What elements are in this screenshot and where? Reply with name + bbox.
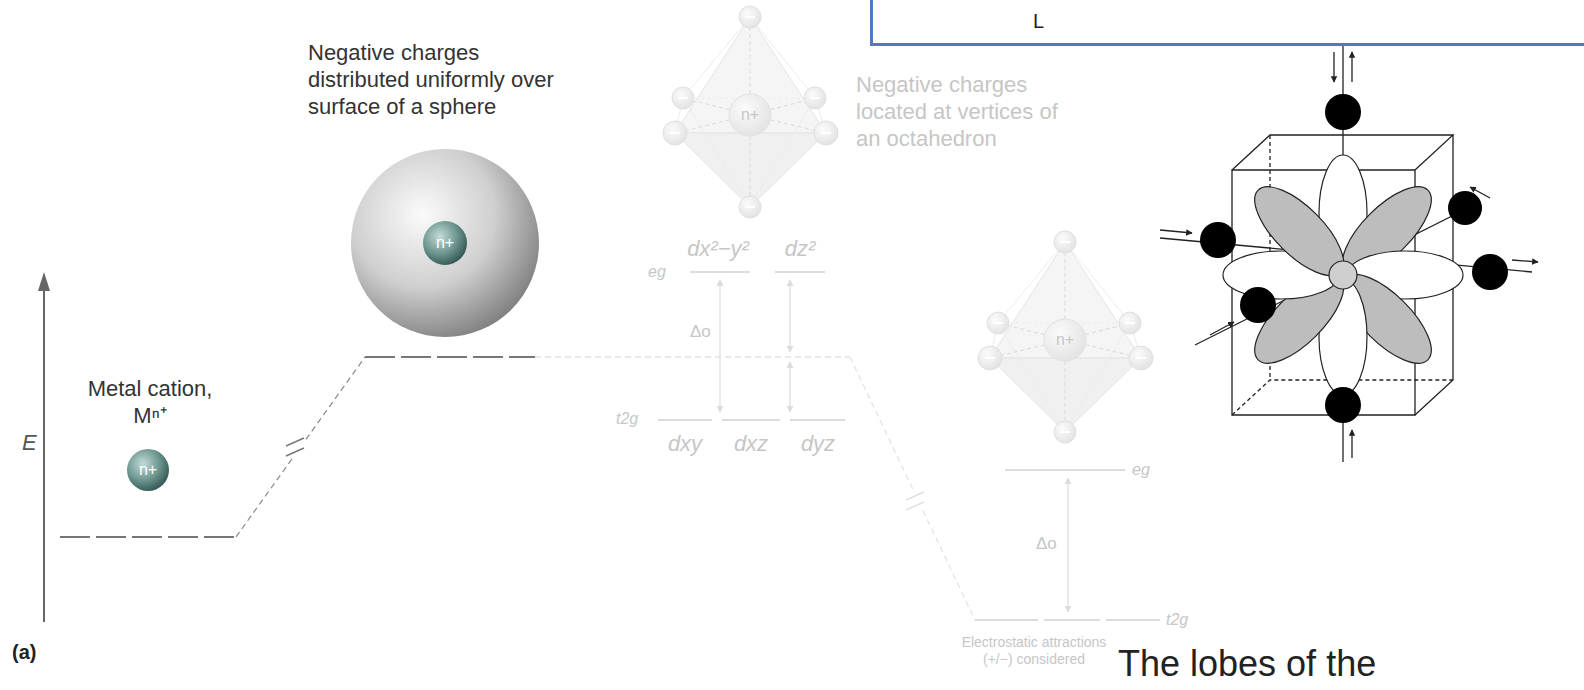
- energy-axis: [38, 272, 50, 622]
- sphere: [351, 149, 539, 337]
- faded-energy-levels: [658, 419, 712, 421]
- d-orbital-cube: [1512, 260, 1538, 262]
- charge-label: n+: [436, 234, 454, 252]
- cation-core: [423, 221, 467, 265]
- energy-axis: [43, 288, 45, 622]
- d-orbital-cube: [1470, 187, 1490, 198]
- energy-axis: [38, 272, 50, 291]
- d-orbital-cube: [1241, 173, 1357, 289]
- faded-energy-levels: [535, 272, 1160, 620]
- orbital-set-label: eg: [648, 262, 666, 282]
- charged-sphere: n+: [350, 148, 540, 338]
- orbital-label: dxz: [734, 431, 768, 458]
- charge-label: n+: [741, 106, 759, 124]
- octahedron-charges: [663, 6, 838, 218]
- faded-energy-levels: [690, 271, 750, 273]
- cut-heading: The lobes of the: [1118, 642, 1376, 686]
- splitting-label: Δo: [690, 322, 711, 343]
- d-orbital-cube: [1160, 40, 1538, 462]
- d-orbital-cube: [1160, 230, 1192, 233]
- d-orbital-cube: [1333, 52, 1334, 82]
- energy-levels: [60, 536, 236, 538]
- panel-label: (a): [12, 640, 36, 664]
- d-orbital-cube: [1448, 191, 1482, 225]
- faded-energy-levels: [1067, 478, 1068, 612]
- energy-levels: [236, 357, 365, 537]
- splitting-label: Δo: [1036, 534, 1057, 555]
- octahedral-cation: n+: [728, 93, 772, 137]
- energy-levels: [286, 438, 304, 456]
- charge-label: n+: [1056, 331, 1074, 349]
- orbital-label: dyz: [801, 431, 835, 458]
- faded-energy-levels: [975, 619, 1038, 621]
- faded-energy-levels: [850, 357, 975, 620]
- faded-caption: Electrostatic attractions (+/−) consider…: [959, 634, 1109, 668]
- faded-energy-levels: [789, 362, 790, 412]
- d-orbital-cube: [1200, 94, 1508, 423]
- orbital-label: dxy: [668, 431, 702, 458]
- d-orbital-cube: [1325, 387, 1361, 423]
- faded-energy-levels: [789, 280, 790, 352]
- orbital-label: dz²: [785, 236, 816, 263]
- faded-energy-levels: [535, 356, 850, 358]
- faded-energy-levels: [1106, 619, 1160, 621]
- faded-energy-levels: [906, 492, 924, 510]
- sphere: [1044, 319, 1086, 361]
- text-box: L: [870, 0, 1584, 46]
- sphere: [729, 94, 771, 136]
- faded-energy-levels: [1005, 469, 1125, 471]
- faded-energy-levels: [790, 419, 845, 421]
- d-orbital-cube: [1472, 254, 1508, 290]
- charge-label: n+: [139, 461, 157, 479]
- d-orbital-cube: [1200, 222, 1236, 258]
- box-text: L: [1033, 10, 1044, 32]
- d-orbital-cube: [1325, 94, 1361, 130]
- orbital-set-label: t2g: [1166, 610, 1188, 630]
- energy-levels: [365, 356, 535, 358]
- sphere-caption: Negative charges distributed uniformly o…: [308, 40, 580, 120]
- d-orbital-cube: [1223, 155, 1463, 395]
- orbital-label: dx²−y²: [687, 236, 749, 263]
- faded-energy-levels: [722, 419, 780, 421]
- octahedron-caption: Negative charges located at vertices of …: [856, 72, 1088, 152]
- sphere: [127, 449, 169, 491]
- d-orbital-cube: [1160, 52, 1538, 458]
- octahedron-charges: [663, 6, 1153, 443]
- faded-energy-levels: [719, 280, 720, 412]
- orbital-set-label: t2g: [616, 409, 638, 429]
- cation-caption: Metal cation, Mⁿ⁺: [75, 376, 225, 430]
- axis-label: E: [22, 430, 37, 457]
- energy-levels: [286, 438, 304, 456]
- d-orbital-cube: [1329, 261, 1357, 289]
- d-orbital-cube: [1351, 52, 1352, 82]
- metal-cation: n+: [126, 448, 170, 492]
- d-orbital-cube: [1351, 430, 1352, 458]
- faded-energy-levels: [1044, 619, 1100, 621]
- d-orbital-cube: [1210, 322, 1234, 335]
- faded-energy-levels: [775, 271, 825, 273]
- octahedral-cation: n+: [1043, 318, 1087, 362]
- octahedron-charges: [978, 231, 1153, 443]
- energy-levels: [60, 357, 535, 537]
- d-orbital-cube: [1240, 287, 1276, 323]
- orbital-set-label: eg: [1132, 460, 1150, 480]
